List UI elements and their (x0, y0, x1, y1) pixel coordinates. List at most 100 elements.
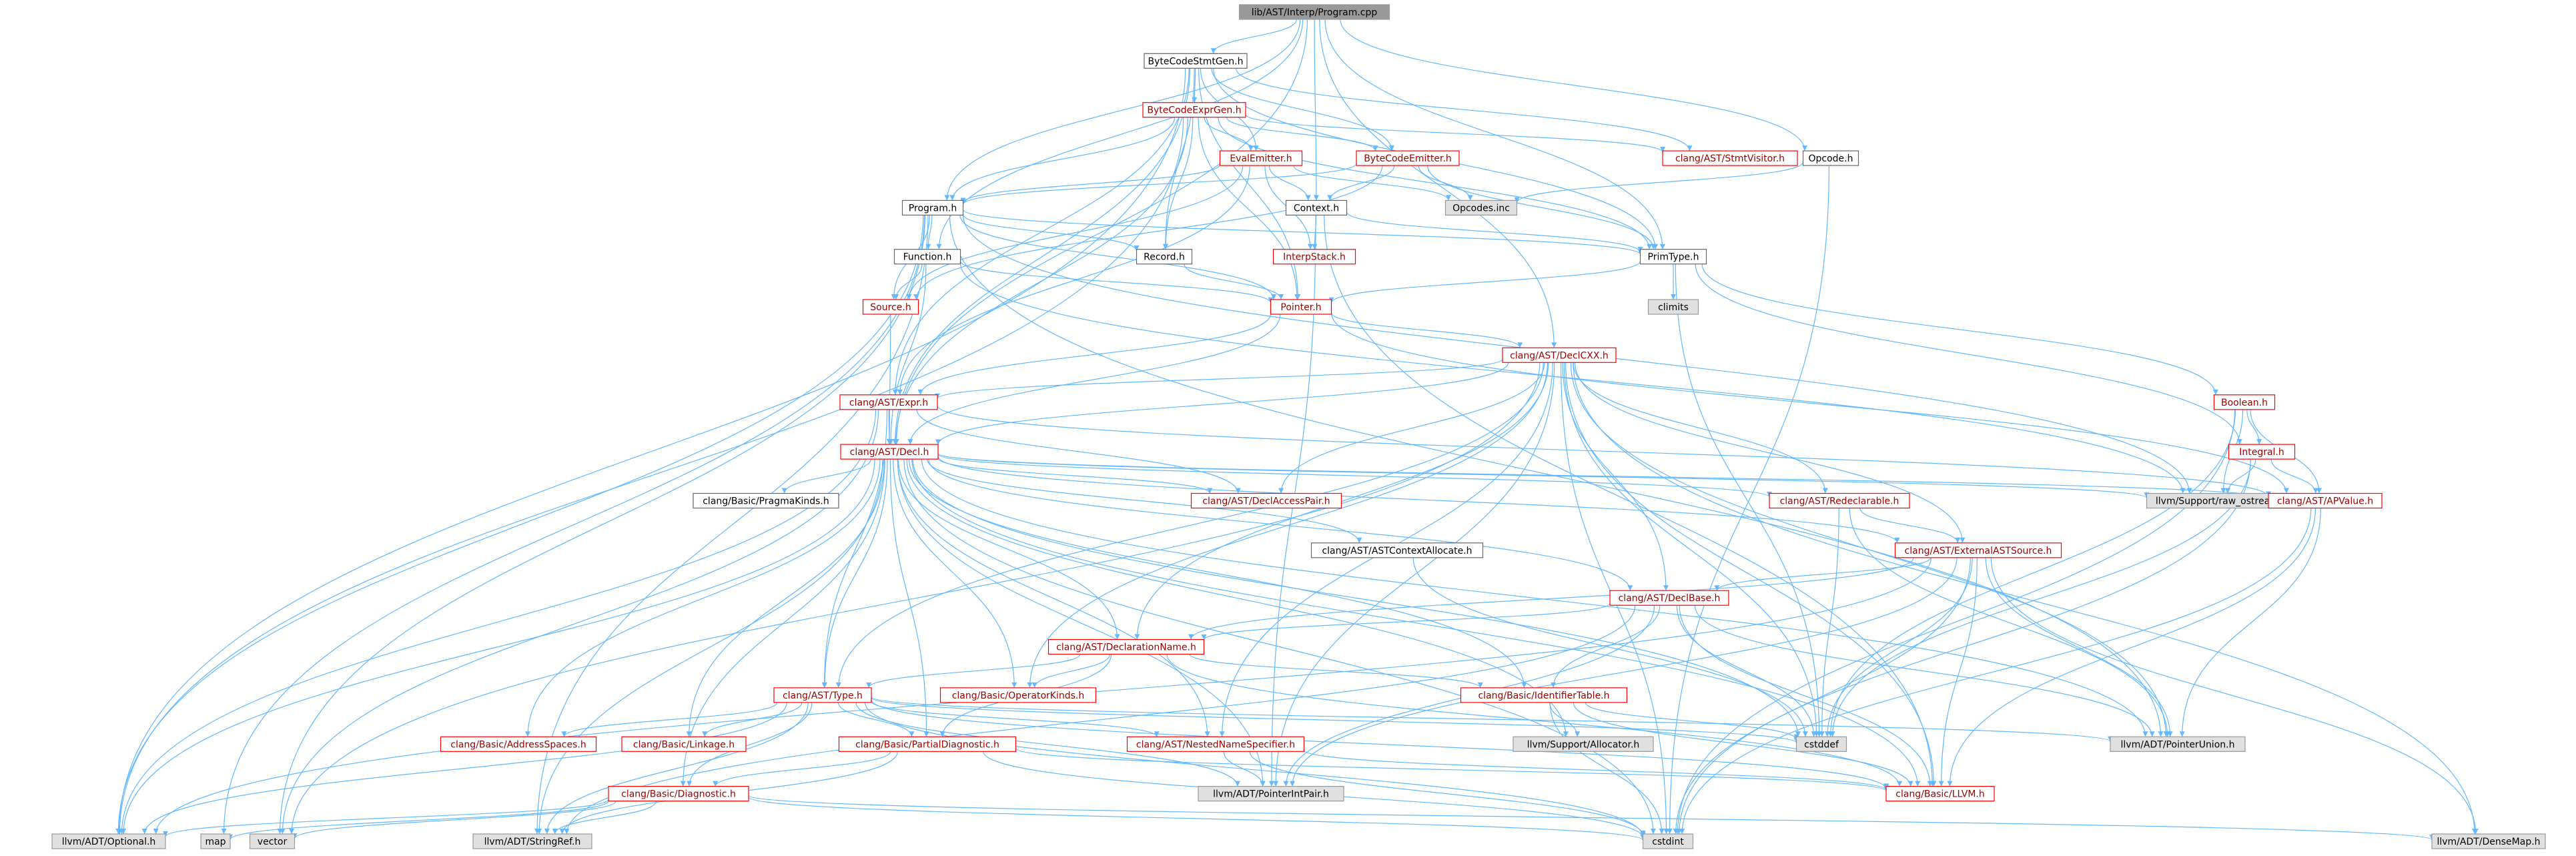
arrow-head (2256, 439, 2262, 445)
edge-n8-n12 (962, 213, 1138, 252)
node-lib-ast-interp-program-cpp[interactable]: lib/AST/Interp/Program.cpp (1238, 4, 1390, 20)
node-clang-basic-diagnostic-h[interactable]: clang/Basic/Diagnostic.h (608, 785, 749, 802)
edge-layer (115, 19, 2479, 841)
edge-n30-n31 (868, 654, 1081, 689)
node-box (1144, 53, 1248, 69)
node-bytecodeemitter-h[interactable]: ByteCodeEmitter.h (1356, 150, 1460, 166)
edge-n0-n9 (1314, 19, 1317, 201)
arrow-head (2312, 488, 2318, 494)
node-box (773, 687, 872, 703)
node-label: cstdint (1652, 837, 1684, 847)
node-source-h[interactable]: Source.h (862, 299, 919, 315)
edge-n30-n33 (1189, 653, 1481, 689)
arrow-head (1204, 731, 1210, 737)
arrow-head (1651, 244, 1657, 250)
node-clang-ast-declcxx-h[interactable]: clang/AST/DeclCXX.h (1502, 347, 1617, 363)
edge-n15-n21 (889, 314, 891, 445)
edge-n13-n16 (1330, 261, 1641, 304)
node-clang-ast-apvalue-h[interactable]: clang/AST/APValue.h (2268, 492, 2383, 509)
arrow-head (2225, 488, 2230, 494)
arrow-head (561, 731, 567, 737)
node-pointer-h[interactable]: Pointer.h (1270, 299, 1332, 315)
node-box (51, 833, 166, 849)
node-clang-basic-identifiertable-h[interactable]: clang/Basic/IdentifierTable.h (1460, 687, 1628, 703)
node-integral-h[interactable]: Integral.h (2228, 444, 2296, 460)
node-record-h[interactable]: Record.h (1136, 249, 1193, 265)
arrow-head (1947, 781, 1953, 787)
node-clang-basic-pragmakinds-h[interactable]: clang/Basic/PragmaKinds.h (693, 492, 839, 509)
node-evalemitter-h[interactable]: EvalEmitter.h (1219, 150, 1303, 166)
node-label: llvm/Support/Allocator.h (1527, 739, 1640, 750)
edge-n12-n16 (1184, 264, 1282, 300)
node-clang-ast-declarationname-h[interactable]: clang/AST/DeclarationName.h (1047, 638, 1205, 655)
edge-n37-n42 (1223, 751, 1264, 787)
node-clang-basic-addressspaces-h[interactable]: clang/Basic/AddressSpaces.h (440, 736, 597, 752)
node-clang-basic-operatorkinds-h[interactable]: clang/Basic/OperatorKinds.h (939, 687, 1097, 703)
arrow-head (1551, 682, 1557, 688)
edge-n2-n21 (895, 117, 1188, 445)
node-label: llvm/ADT/StringRef.h (484, 837, 581, 847)
node-bytecodeexprgen-h[interactable]: ByteCodeExprGen.h (1142, 102, 1246, 118)
edge-n28-n49 (1990, 557, 2477, 835)
edge-n0-n11 (938, 19, 1304, 250)
node-clang-ast-stmtvisitor-h[interactable]: clang/AST/StmtVisitor.h (1662, 150, 1798, 166)
node-clang-ast-declbase-h[interactable]: clang/AST/DeclBase.h (1609, 590, 1729, 606)
node-llvm-support-allocator-h: llvm/Support/Allocator.h (1513, 736, 1654, 752)
edge-n20-n25 (2270, 459, 2316, 494)
arrow-head (1312, 244, 1318, 250)
arrow-head (944, 195, 950, 201)
node-label: Program.h (909, 203, 957, 213)
node-label: ByteCodeStmtGen.h (1148, 56, 1244, 67)
arrow-head (1248, 145, 1254, 151)
edge-n28-n40 (1985, 557, 2171, 737)
node-clang-basic-llvm-h[interactable]: clang/Basic/LLVM.h (1885, 785, 1995, 802)
node-primtype-h[interactable]: PrimType.h (1639, 249, 1707, 265)
node-llvm-adt-pointerintpair-h: llvm/ADT/PointerIntPair.h (1198, 785, 1344, 802)
arrow-head (2473, 829, 2479, 834)
node-clang-ast-expr-h[interactable]: clang/AST/Expr.h (839, 394, 938, 410)
node-box (1639, 249, 1707, 265)
node-clang-basic-linkage-h[interactable]: clang/Basic/Linkage.h (621, 736, 747, 752)
edge-n17-n42 (1275, 362, 1555, 787)
node-clang-ast-type-h[interactable]: clang/AST/Type.h (773, 687, 872, 703)
node-function-h[interactable]: Function.h (893, 249, 961, 265)
node-opcode-h[interactable]: Opcode.h (1802, 150, 1859, 166)
arrow-head (1521, 682, 1527, 688)
node-clang-ast-nestednamespecifier-h[interactable]: clang/AST/NestedNameSpecifier.h (1126, 736, 1305, 752)
arrow-head (1517, 342, 1523, 348)
arrow-head (280, 829, 286, 834)
arrow-head (1201, 634, 1207, 640)
node-program-h[interactable]: Program.h (901, 199, 964, 216)
edge-n30-n32 (1034, 654, 1110, 689)
node-clang-ast-externalastsource-h[interactable]: clang/AST/ExternalASTSource.h (1894, 542, 2062, 558)
node-clang-ast-redeclarable-h[interactable]: clang/AST/Redeclarable.h (1769, 492, 1910, 509)
node-map: map (200, 833, 231, 849)
node-clang-ast-decl-h[interactable]: clang/AST/Decl.h (840, 444, 939, 460)
arrow-head (1446, 195, 1452, 201)
node-boolean-h[interactable]: Boolean.h (2213, 394, 2276, 410)
arrow-head (1673, 829, 1679, 834)
node-bytecodestmtgen-h[interactable]: ByteCodeStmtGen.h (1144, 53, 1248, 69)
node-context-h[interactable]: Context.h (1285, 199, 1348, 216)
edge-n16-n17 (1330, 312, 1521, 348)
node-interpstack-h[interactable]: InterpStack.h (1272, 249, 1356, 265)
node-clang-ast-astcontextallocate-h[interactable]: clang/AST/ASTContextAllocate.h (1310, 542, 1484, 558)
node-clang-ast-declaccesspair-h[interactable]: clang/AST/DeclAccessPair.h (1190, 492, 1342, 509)
edge-n31-n36 (837, 702, 913, 737)
arrow-head (897, 389, 903, 395)
arrow-head (1897, 781, 1902, 787)
arrow-head (1795, 731, 1801, 737)
arrow-head (2167, 731, 2173, 737)
node-box (1142, 102, 1246, 118)
edge-n17-n30 (1136, 362, 1549, 640)
node-box (1270, 299, 1332, 315)
arrow-head (1938, 781, 1944, 787)
arrow-head (2283, 488, 2289, 494)
edge-n31-n42 (855, 702, 1238, 787)
arrow-head (1290, 781, 1295, 787)
node-llvm-adt-pointerunion-h: llvm/ADT/PointerUnion.h (2110, 736, 2246, 752)
node-clang-basic-partialdiagnostic-h[interactable]: clang/Basic/PartialDiagnostic.h (838, 736, 1017, 752)
arrow-head (2158, 731, 2164, 737)
arrow-head (1514, 197, 1520, 203)
